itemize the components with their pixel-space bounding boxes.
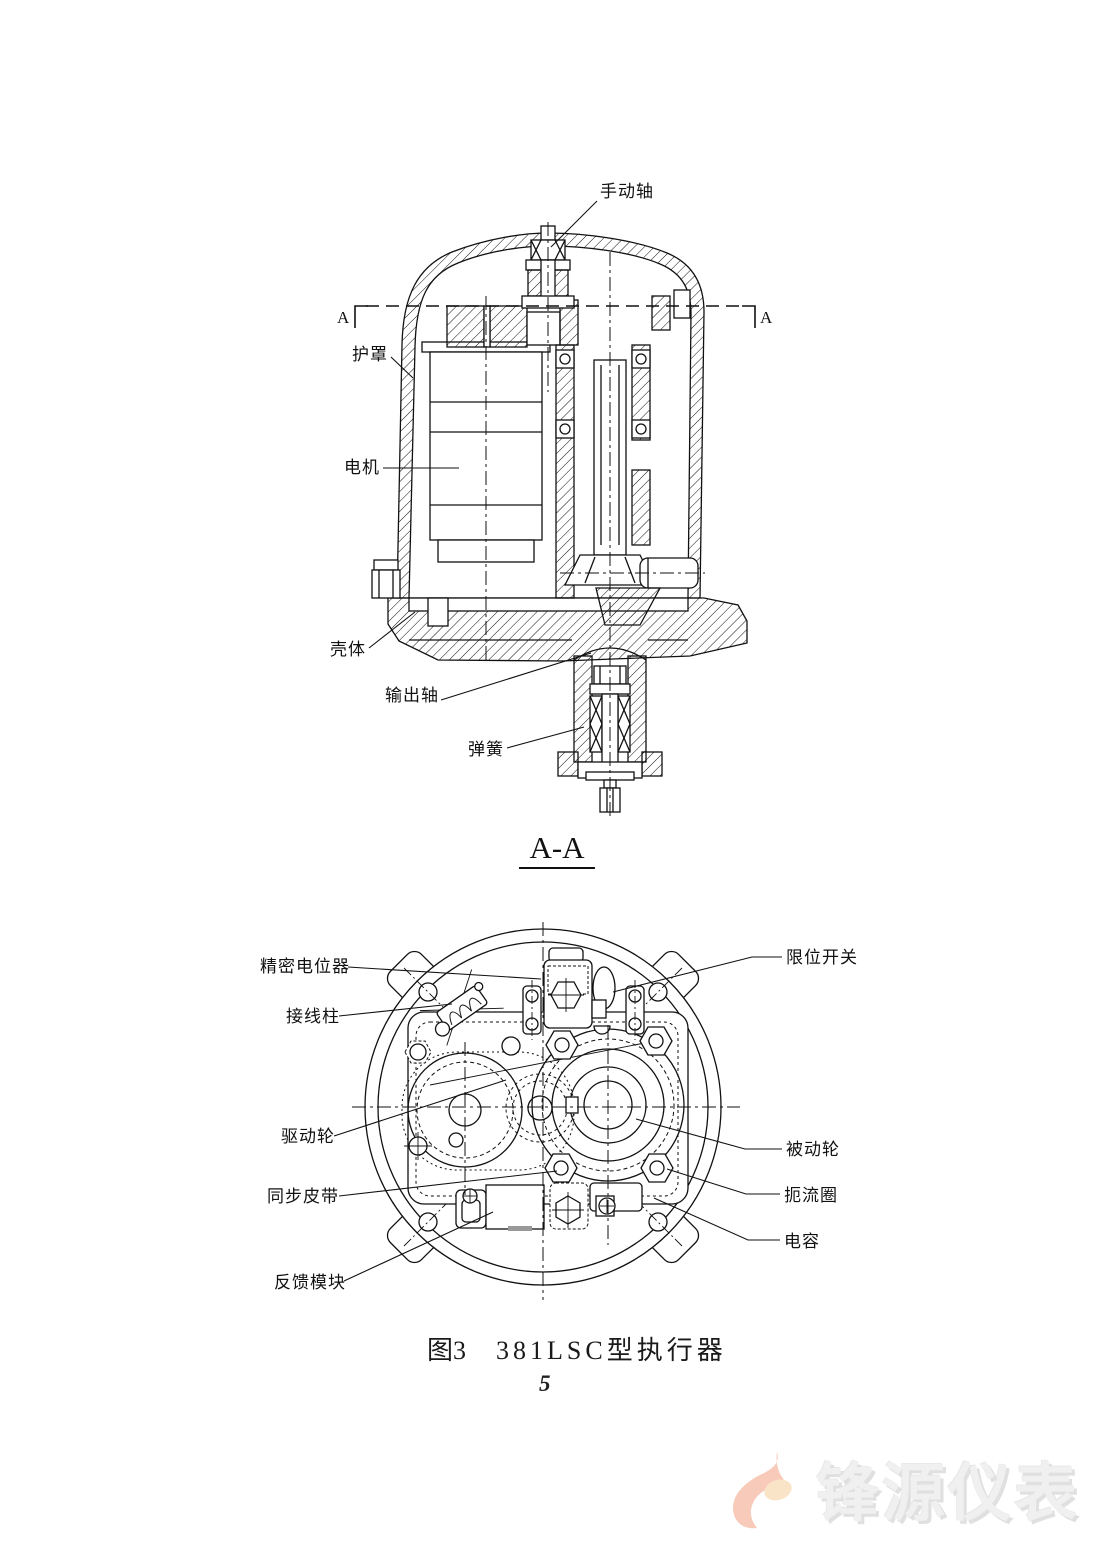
centerlines-bottom (352, 922, 740, 1300)
belt-idler (505, 1073, 579, 1143)
leader-lines-top (368, 200, 598, 749)
label-motor: 电机 (344, 458, 380, 477)
section-cut-line (354, 305, 756, 328)
watermark-text: 锋源仪表 (816, 1459, 1080, 1529)
label-choke-coil: 扼流圈 (784, 1186, 838, 1205)
label-feedback-module: 反馈模块 (274, 1273, 346, 1292)
label-cover: 护罩 (352, 345, 388, 364)
gear-cluster (446, 299, 579, 348)
section-marker-left: A (337, 308, 350, 327)
housing-base (387, 597, 748, 662)
label-housing: 壳体 (330, 640, 366, 659)
terminal-post-part (419, 969, 504, 1046)
label-capacitor: 电容 (784, 1232, 820, 1251)
watermark: 锋源仪表 (720, 1443, 1080, 1534)
centerlines-top (485, 222, 705, 820)
figure-title: 381LSC型执行器 (496, 1336, 727, 1365)
label-manual-shaft: 手动轴 (600, 182, 654, 201)
leader-lines-bottom (333, 956, 782, 1282)
label-drive-wheel: 驱动轮 (281, 1127, 335, 1146)
watermark-logo-icon (733, 1451, 792, 1528)
side-bolt (371, 559, 449, 627)
page-number: 5 (539, 1371, 551, 1396)
hex-bolts (404, 1026, 674, 1183)
label-sync-belt: 同步皮带 (267, 1187, 339, 1206)
label-limit-switch: 限位开关 (786, 948, 858, 967)
label-terminal-post: 接线柱 (286, 1007, 340, 1026)
figure-number: 图3 (427, 1336, 467, 1365)
label-spring: 弹簧 (468, 740, 504, 759)
label-output-shaft: 输出轴 (385, 686, 439, 705)
section-title: A-A (519, 830, 595, 869)
section-marker-right: A (760, 308, 773, 327)
top-view-drawing (333, 922, 782, 1300)
limit-switch-part (522, 947, 645, 1040)
label-precision-potentiometer: 精密电位器 (260, 957, 350, 976)
section-view-drawing (354, 200, 756, 820)
label-driven-wheel: 被动轮 (786, 1140, 840, 1159)
figure-caption: 图3 381LSC型执行器 (427, 1330, 727, 1367)
